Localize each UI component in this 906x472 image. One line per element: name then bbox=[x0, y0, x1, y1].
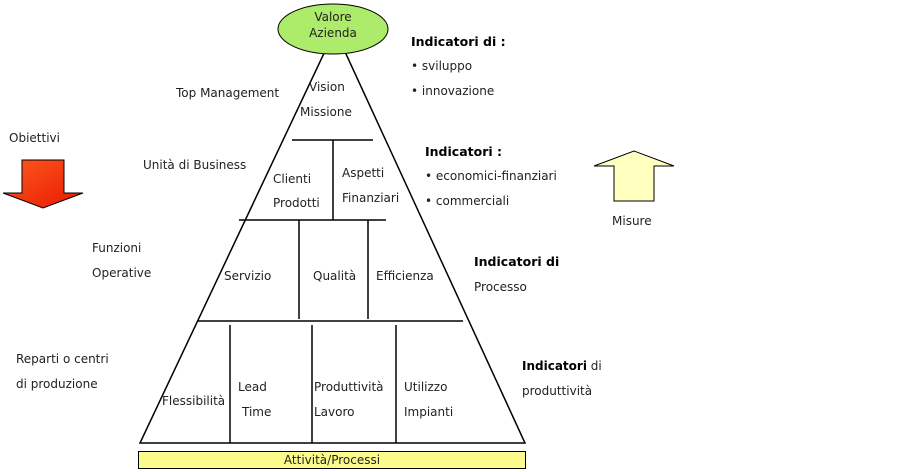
cell-aspetti: Aspetti bbox=[342, 166, 385, 180]
cell-flessibilita: Flessibilità bbox=[162, 394, 226, 408]
cell-qualita: Qualità bbox=[313, 269, 357, 283]
level-departments-1: Reparti o centri bbox=[16, 352, 109, 366]
indicators-process-subtitle: Processo bbox=[474, 280, 527, 294]
indicators-productivity-title-bold: Indicatori bbox=[522, 359, 587, 373]
indicators-top-title: Indicatori di : bbox=[411, 34, 506, 49]
apex-label-1: Valore bbox=[314, 10, 352, 24]
cell-produttivita: Produttività bbox=[314, 380, 384, 394]
cell-missione: Missione bbox=[300, 105, 352, 119]
indicators-business-title: Indicatori : bbox=[425, 144, 502, 159]
indicators-top-item-1: • sviluppo bbox=[411, 59, 473, 73]
base-bar-activities: Attività/Processi bbox=[138, 451, 526, 469]
cell-efficienza: Efficienza bbox=[376, 269, 434, 283]
cell-time: Time bbox=[242, 405, 272, 419]
objectives-label: Obiettivi bbox=[9, 131, 60, 145]
cell-lead: Lead bbox=[238, 380, 267, 394]
level-departments-2: di produzione bbox=[16, 377, 98, 391]
cell-utilizzo: Utilizzo bbox=[404, 380, 448, 394]
cell-impianti: Impianti bbox=[404, 405, 454, 419]
level-top-management: Top Management bbox=[176, 86, 280, 100]
indicators-productivity-subtitle: produttività bbox=[522, 384, 593, 398]
cell-finanziari: Finanziari bbox=[342, 191, 400, 205]
indicators-productivity-title: Indicatori di bbox=[522, 358, 602, 374]
cell-prodotti: Prodotti bbox=[273, 196, 320, 210]
apex-ellipse bbox=[277, 3, 389, 55]
level-functions-2: Operative bbox=[92, 266, 152, 280]
indicators-process-title: Indicatori di bbox=[474, 254, 560, 269]
indicators-top-item-2: • innovazione bbox=[411, 84, 495, 98]
apex-label-2: Azienda bbox=[309, 26, 357, 40]
indicators-productivity-title-rest: di bbox=[586, 359, 602, 373]
cell-clienti: Clienti bbox=[273, 172, 312, 186]
indicators-business-item-2: • commerciali bbox=[425, 194, 510, 208]
up-arrow-icon bbox=[593, 150, 675, 202]
level-functions-1: Funzioni bbox=[92, 241, 142, 255]
cell-lavoro: Lavoro bbox=[314, 405, 355, 419]
measures-label: Misure bbox=[612, 214, 652, 228]
level-business-unit: Unità di Business bbox=[143, 158, 247, 172]
pyramid-outline bbox=[138, 28, 527, 444]
cell-servizio: Servizio bbox=[224, 269, 272, 283]
indicators-business-item-1: • economici-finanziari bbox=[425, 169, 557, 183]
cell-vision: Vision bbox=[309, 80, 345, 94]
down-arrow-icon bbox=[2, 159, 84, 209]
